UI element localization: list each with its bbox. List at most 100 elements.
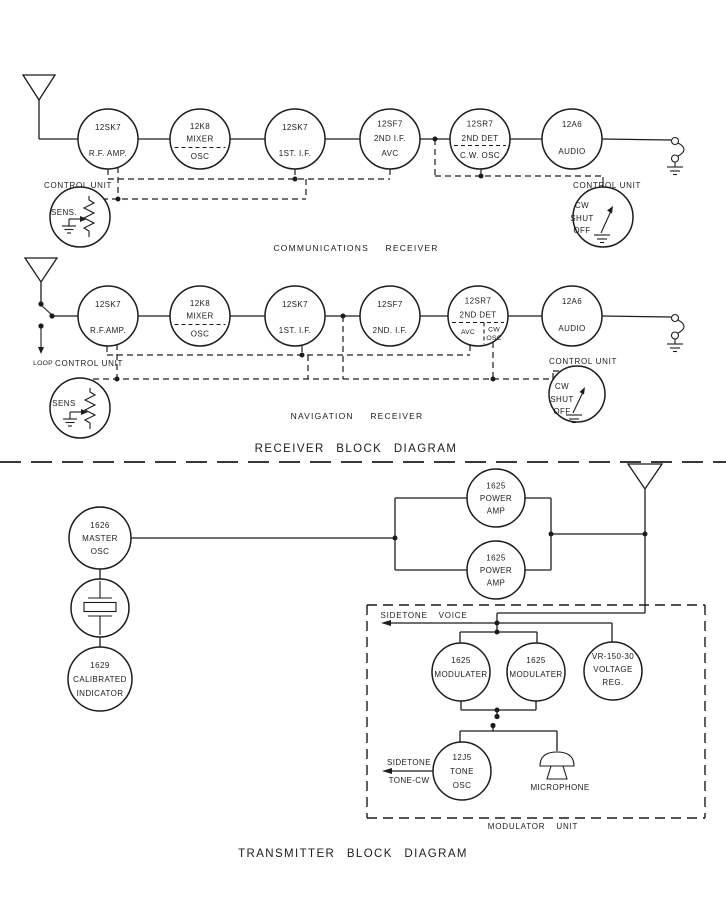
switch-contact (494, 713, 500, 720)
tube-function: TONE (450, 767, 474, 776)
potentiometer-icon (82, 196, 96, 237)
tube-circle (67, 646, 133, 712)
sens-label: SENS (52, 399, 75, 408)
tube-type: 12SK7 (95, 123, 121, 132)
tube-function-2: C.W. OSC (460, 151, 500, 160)
control-unit-sensitivity: CONTROL UNIT SENS. (44, 181, 112, 248)
control-unit-circle (572, 186, 634, 248)
off-label: OFF (553, 407, 570, 416)
mic-dome (539, 751, 575, 767)
tube-circle (359, 285, 421, 347)
transmitter-diagram-title: TRANSMITTER BLOCK DIAGRAM (238, 848, 468, 860)
tube-type: 1626 (90, 521, 110, 530)
tube-modulator-1: 1625 MODULATER (431, 642, 491, 702)
tube-calibrated-indicator: 1629 CALIBRATED INDICATOR (67, 646, 133, 712)
tube-function-2: AMP (487, 507, 506, 516)
tube-circle (583, 641, 643, 701)
control-unit-label: CONTROL UNIT (55, 359, 123, 368)
headphone-jack-icon (667, 136, 685, 176)
avc-bus (93, 313, 578, 401)
tube-function: MODULATER (509, 670, 562, 679)
jack-curve (677, 142, 685, 157)
tube-function: POWER (480, 566, 512, 575)
crystal-icon (83, 581, 117, 635)
tube-function: MASTER (82, 534, 118, 543)
tube-power-amp-1: 1625 POWER AMP (466, 468, 526, 528)
tube-function: R.F. AMP. (89, 149, 127, 158)
tube-type: 12A6 (562, 297, 582, 306)
ground-icon (667, 166, 683, 176)
tube-2nd-if: 12SF7 2ND. I.F. (359, 285, 421, 347)
tube-function: 2ND. I.F. (373, 326, 408, 335)
headphone-jack-icon (667, 313, 685, 353)
antenna-triangle (23, 257, 59, 284)
avc-bus (102, 167, 391, 202)
arrowhead (579, 387, 585, 395)
jack-terminal (670, 313, 680, 323)
tube-function-2: AVC (381, 149, 398, 158)
tube-function: 2ND DET (461, 134, 498, 143)
control-unit-cw-shutoff: CONTROL UNIT CW SHUT OFF (570, 181, 640, 248)
arrowhead (382, 768, 392, 774)
junction-dot (478, 173, 484, 179)
tube-type: 1625 (526, 656, 546, 665)
microphone-icon: MICROPHONE (530, 751, 589, 792)
junction-dot (299, 352, 305, 358)
sidetone-label: SIDETONE (387, 758, 431, 767)
modulator-input-wires (459, 629, 538, 643)
junction-dot (292, 176, 298, 182)
arrowhead (81, 409, 88, 415)
wire (601, 138, 672, 141)
ground-icon (594, 234, 610, 244)
tube-type: 12SK7 (282, 300, 308, 309)
tube-2nd-det-avc-cw: 12SR7 2ND DET AVC CW OSC (447, 285, 509, 347)
arrowhead (381, 620, 391, 626)
tube-type: 1625 (486, 482, 506, 491)
tube-rf-amp: 12SK7 R.F.AMP. (77, 285, 139, 347)
sidetone-voice-line: SIDETONE VOICE (380, 611, 613, 642)
tube-mixer-osc: 12K8 MIXER OSC (169, 285, 231, 347)
cw-label: CW (555, 382, 569, 391)
tube-type: 1625 (486, 554, 506, 563)
control-unit-label: CONTROL UNIT (44, 181, 112, 190)
tube-type: 12SK7 (95, 300, 121, 309)
tube-power-amp-2: 1625 POWER AMP (466, 540, 526, 600)
tube-type: 12K8 (190, 299, 210, 308)
tube-function: CALIBRATED (73, 675, 127, 684)
tube-circle (466, 468, 526, 528)
switch-arm (40, 304, 53, 316)
antenna-icon (626, 463, 664, 534)
navigation-receiver: LOOP 12SK7 R.F.AMP. 12K8 MIXER OSC 12SK7… (23, 257, 685, 439)
tube-type: 12SF7 (377, 120, 403, 129)
tube-modulator-2: 1625 MODULATER (506, 642, 566, 702)
transmitter: 1626 MASTER OSC 1625 POWER AMP 1625 POWE… (67, 463, 706, 860)
tube-audio: 12A6 AUDIO (541, 108, 603, 170)
switch-contact (490, 722, 496, 729)
tube-rf-amp: 12SK7 R.F. AMP. (77, 108, 139, 170)
tube-circle (264, 108, 326, 170)
mic-base (546, 765, 568, 780)
tube-function: 2ND I.F. (374, 134, 406, 143)
tube-function: 1ST. I.F. (279, 149, 312, 158)
tube-type: 12K8 (190, 122, 210, 131)
arrowhead (607, 206, 613, 214)
tube-type: 1625 (451, 656, 471, 665)
tube-function-2: OSC (191, 152, 210, 161)
switch-contact (49, 313, 55, 319)
tube-function-2: OSC (453, 781, 472, 790)
keying-switch-wires (459, 701, 558, 751)
communications-receiver-caption: COMMUNICATIONS RECEIVER (273, 243, 438, 253)
tube-voltage-regulator: VR-150-30 VOLTAGE REG. (583, 641, 643, 701)
tube-circle (77, 108, 139, 170)
tube-type: 12SR7 (465, 297, 492, 306)
jack-curve (677, 319, 685, 334)
control-unit-label: CONTROL UNIT (549, 357, 617, 366)
tube-function: MIXER (186, 135, 213, 144)
arrowhead (80, 216, 87, 222)
crystal-unit (70, 569, 130, 647)
tube-type: 12SF7 (377, 300, 403, 309)
tube-type: VR-150-30 (592, 652, 634, 661)
shut-label: SHUT (550, 395, 573, 404)
switch-icon (572, 387, 585, 414)
